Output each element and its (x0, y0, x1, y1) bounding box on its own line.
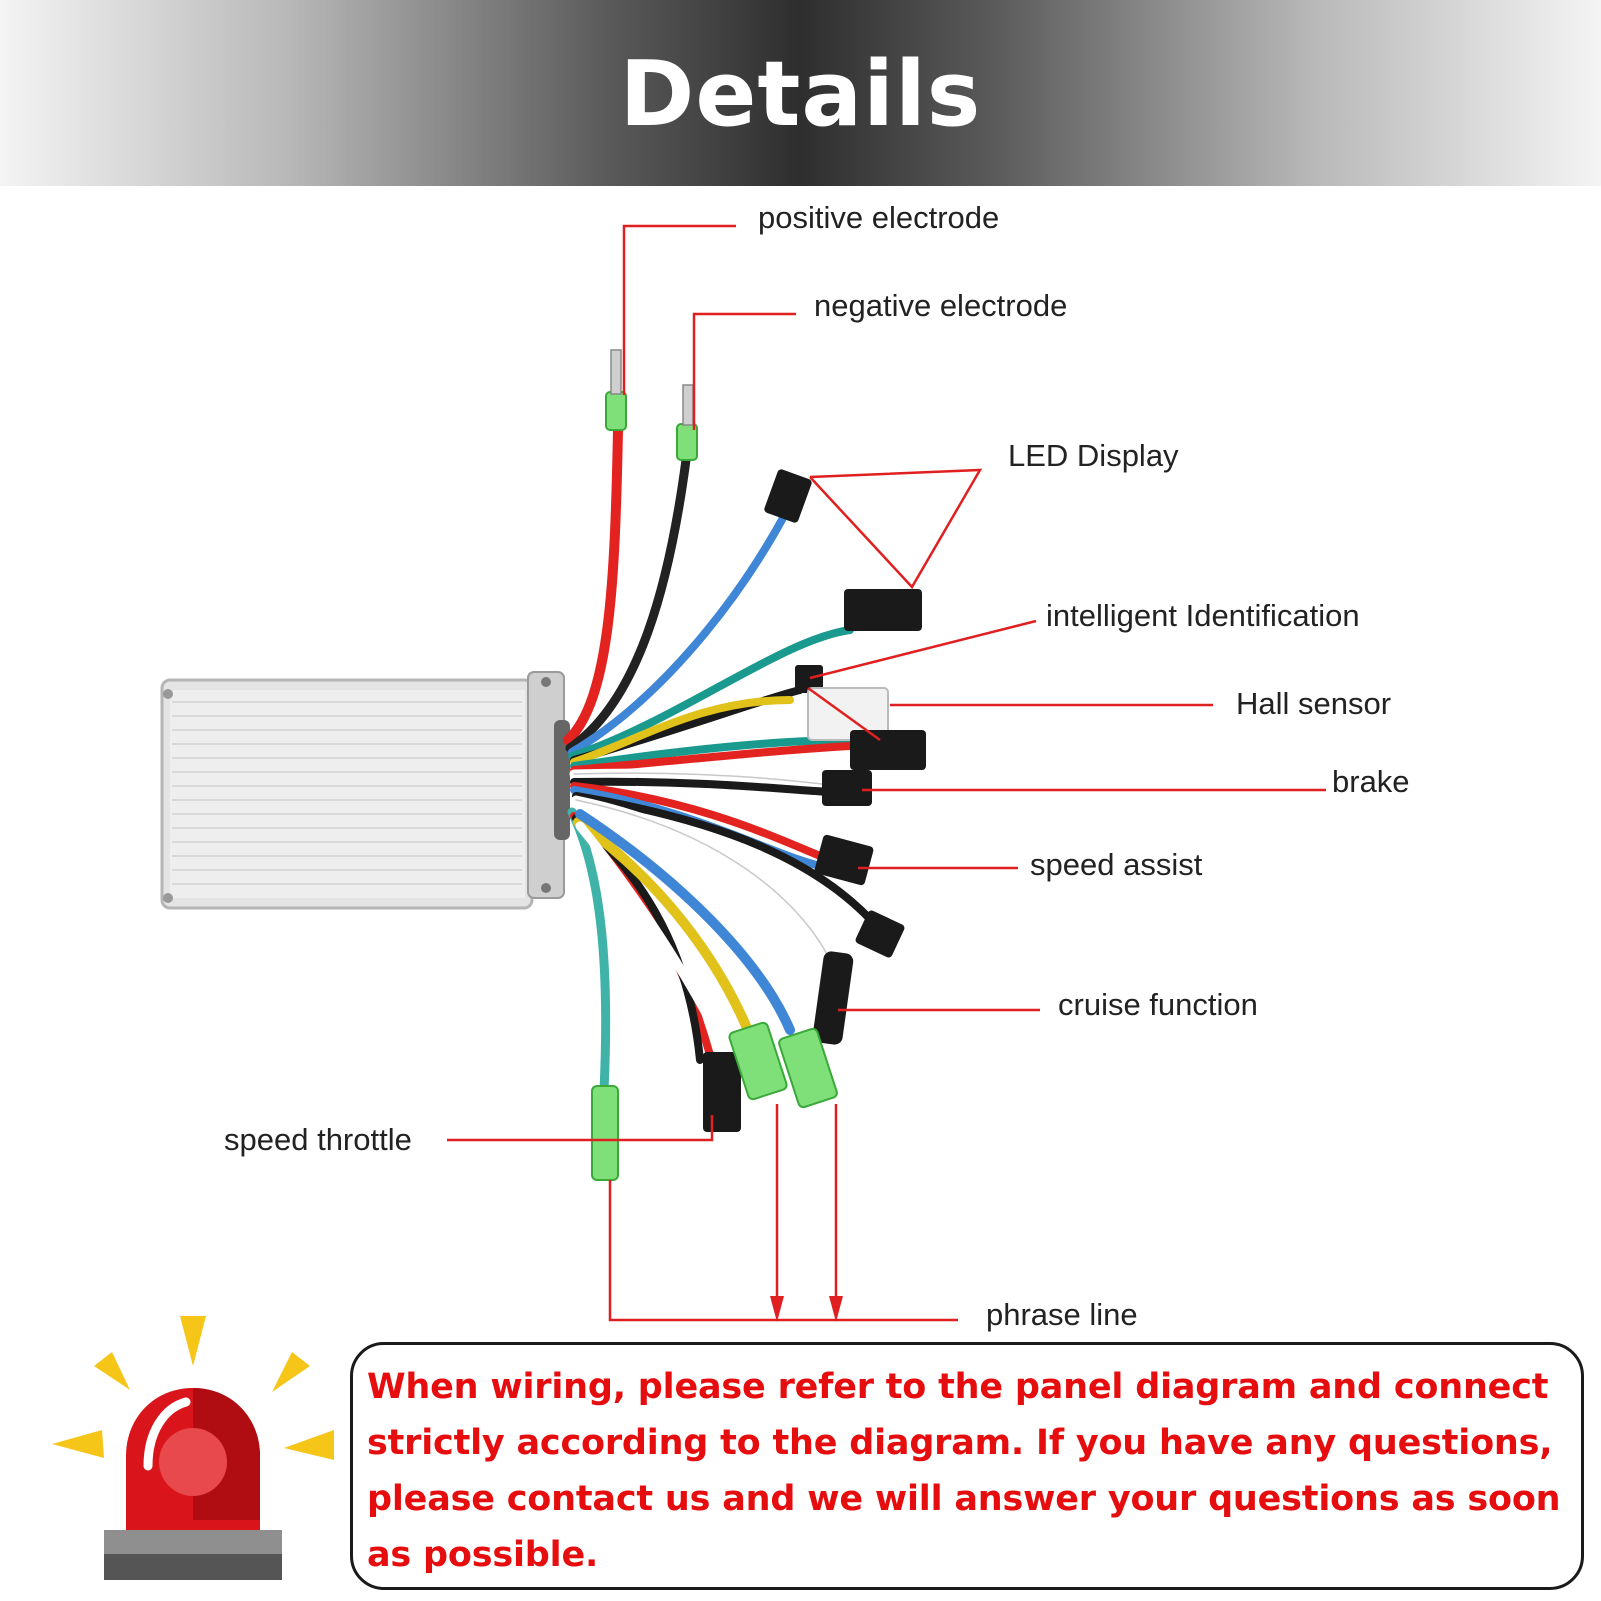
cruise-connector (812, 951, 854, 1045)
label-speed-throttle: speed throttle (224, 1122, 412, 1157)
notice-text: When wiring, please refer to the panel d… (367, 1367, 1561, 1575)
leader-positive (622, 224, 736, 395)
positive-wire (563, 425, 623, 745)
brake-connector (822, 770, 872, 806)
wire-bundle (563, 425, 884, 1095)
phase-connector-1 (728, 1021, 788, 1101)
led-connector-large (844, 589, 922, 631)
label-phrase-line: phrase line (986, 1297, 1138, 1332)
connectors (591, 349, 926, 1181)
leader-lines (447, 224, 1326, 1322)
ident-connector (795, 665, 823, 693)
phase-wire-blue (575, 809, 795, 1035)
speed-assist-connector (814, 834, 874, 886)
leader-phrase-line (608, 1180, 958, 1322)
hall-wire-red (570, 742, 854, 774)
leader-speed-throttle (447, 1115, 714, 1142)
label-positive-electrode: positive electrode (758, 200, 999, 235)
cruise-wire-black (572, 792, 884, 934)
label-speed-assist: speed assist (1030, 847, 1203, 882)
leader-intelligent-identification (809, 619, 1037, 680)
label-led-display: LED Display (1008, 438, 1179, 473)
positive-connector (605, 391, 627, 431)
siren-icon (52, 1316, 334, 1580)
leader-led-display (809, 468, 983, 590)
throttle-wire (567, 807, 611, 1095)
label-brake: brake (1332, 764, 1410, 799)
led-wire-teal (568, 626, 854, 760)
brake-wire-black (570, 777, 834, 796)
leader-negative (692, 312, 796, 430)
label-cruise-function: cruise function (1058, 987, 1258, 1022)
hall-connector-black (850, 730, 926, 770)
controller-box (160, 671, 570, 910)
negative-wire (565, 455, 691, 753)
led-connector-small (764, 469, 812, 523)
hall-wire-yellow (570, 696, 794, 766)
throttle-connector-green (591, 1085, 619, 1181)
label-negative-electrode: negative electrode (814, 288, 1067, 323)
assist-wire-red (570, 782, 834, 864)
page-title: Details (619, 42, 982, 147)
leader-arrowheads (770, 1296, 843, 1322)
led-wire-blue (568, 501, 794, 756)
header-banner: Details (0, 0, 1601, 186)
phase-connector-2 (778, 1027, 838, 1109)
phase-wire-yellow (573, 817, 757, 1045)
throttle-connector-black (703, 1052, 741, 1132)
wiring-notice: When wiring, please refer to the panel d… (350, 1342, 1584, 1590)
label-hall-sensor: Hall sensor (1236, 686, 1391, 721)
diagram-labels: positive electrode negative electrode LE… (224, 200, 1410, 1332)
label-intelligent-identification: intelligent Identification (1046, 598, 1360, 633)
